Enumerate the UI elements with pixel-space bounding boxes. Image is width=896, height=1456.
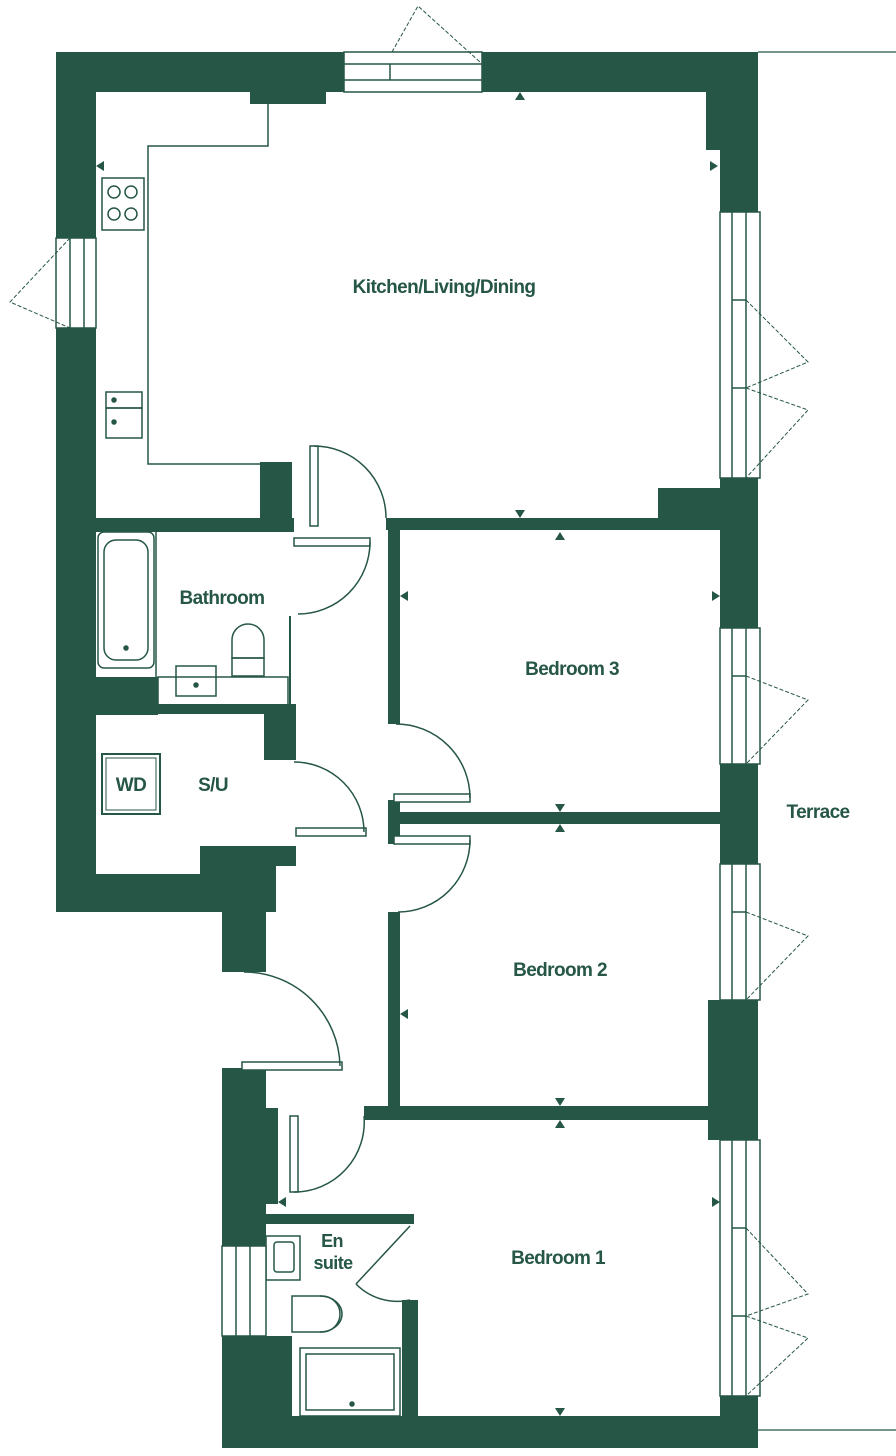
wall-left-lower [56, 328, 96, 912]
pier-su-right [264, 704, 296, 760]
dimension-marker-icon [555, 1408, 565, 1416]
wall-ensuite-right [402, 1300, 418, 1420]
room-label-ensuite-line2: suite [313, 1253, 353, 1273]
dimension-marker-icon [555, 824, 565, 832]
window-icon [221, 1245, 267, 1337]
door-swing-icon [393, 723, 471, 803]
room-label-kitchen: Kitchen/Living/Dining [353, 277, 536, 298]
window-icon [55, 237, 97, 329]
hob-icon [101, 177, 145, 231]
dimension-marker-icon [712, 591, 720, 601]
dimension-marker-icon [555, 532, 565, 540]
dimension-marker-icon [555, 1120, 565, 1128]
wall-ensuite-top [262, 1214, 414, 1224]
wall-b3-left [388, 518, 400, 724]
dimension-marker-icon [515, 92, 525, 100]
dimension-marker-icon [555, 1098, 565, 1106]
room-label-bedroom2: Bedroom 2 [513, 960, 607, 981]
windows [55, 51, 761, 1397]
sink-icon [105, 391, 143, 439]
ensuite-toilet-icon [291, 1295, 343, 1333]
wall-lower-step [262, 1108, 278, 1204]
wall-b3-b2 [388, 812, 722, 824]
wall-left-upper [56, 52, 96, 238]
window-icon [719, 211, 761, 479]
door-swing-icon [355, 1225, 411, 1303]
wall-b3-b2-2 [388, 800, 400, 844]
pier-su-bottom-2 [276, 846, 296, 866]
wall-bath-su-2 [158, 704, 294, 714]
kitchen-worktop [147, 104, 269, 465]
wall-hall-b3-top [386, 518, 724, 530]
wall-b2-left [388, 912, 400, 1112]
window-icon [719, 1139, 761, 1397]
window-swings [9, 5, 809, 1397]
doors [241, 445, 471, 1303]
toilet-icon [231, 623, 265, 677]
window-icon [719, 627, 761, 765]
basin-icon [157, 665, 289, 706]
dimension-marker-icon [555, 804, 565, 812]
dimension-markers [96, 92, 720, 1416]
wall-b2-b1 [364, 1106, 722, 1120]
wall-right-b3-top [720, 478, 758, 628]
wall-right-upper [720, 52, 758, 212]
room-label-bedroom3: Bedroom 3 [525, 659, 619, 680]
window-icon [719, 863, 761, 1001]
dimension-marker-icon [712, 1197, 720, 1207]
pier-top [250, 88, 326, 104]
room-label-ensuite-line1: En [321, 1231, 343, 1251]
pier-su-bottom [200, 846, 276, 876]
wall-kitchen-bath [94, 518, 294, 532]
door-swing-icon [293, 537, 371, 615]
dimension-marker-icon [710, 161, 718, 171]
wall-ensuite-left-bottom [262, 1336, 292, 1420]
room-labels: Kitchen/Living/Dining Bathroom S/U WD Be… [116, 277, 850, 1273]
wall-right-b3-b2 [720, 764, 758, 864]
washer-dryer-box [101, 753, 161, 815]
door-swing-icon [293, 761, 367, 837]
room-label-bedroom1: Bedroom 1 [511, 1248, 606, 1269]
door-swing-icon [393, 835, 471, 913]
wall-lower-left [222, 1068, 266, 1246]
wall-bottom [222, 1416, 758, 1448]
wall-top-right [482, 52, 758, 92]
ensuite-basin-icon [265, 1235, 301, 1281]
wall-top-left [56, 52, 344, 92]
terrace-outline [758, 51, 896, 1431]
dimension-marker-icon [400, 1009, 408, 1019]
door-swing-icon [289, 1115, 366, 1193]
pier-kitchen-bottom-right [658, 488, 722, 520]
pier-kitchen-bottom-left [260, 462, 292, 520]
dimension-marker-icon [278, 1197, 286, 1207]
window-icon [343, 51, 483, 93]
dimension-marker-icon [515, 510, 525, 518]
walls [56, 52, 758, 1448]
wall-entrance-left [222, 876, 266, 972]
bath-icon [97, 531, 155, 669]
dimension-marker-icon [400, 591, 408, 601]
room-label-storage: S/U [198, 775, 228, 796]
wall-bath-su [94, 677, 158, 715]
room-label-terrace: Terrace [786, 802, 849, 823]
washer-dryer-label: WD [116, 775, 146, 796]
door-swing-icon [309, 445, 387, 527]
pier-right-top [706, 88, 722, 150]
dimension-marker-icon [712, 1009, 720, 1019]
dimension-marker-icon [96, 161, 104, 171]
room-label-bathroom: Bathroom [180, 588, 265, 609]
door-swing-icon [241, 971, 343, 1071]
shower-tray-icon [299, 1347, 401, 1417]
